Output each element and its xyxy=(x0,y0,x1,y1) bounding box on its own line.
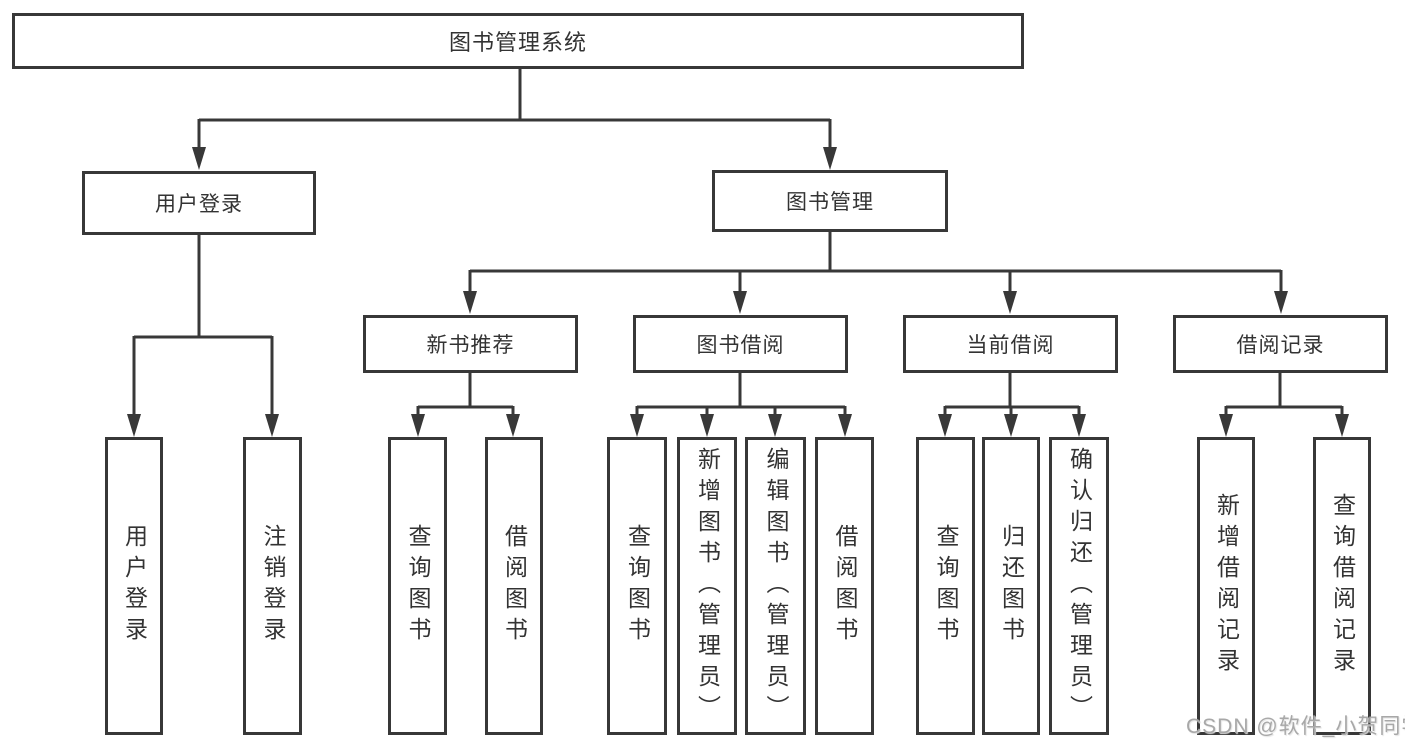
node-borrow-records: 借阅记录 xyxy=(1173,315,1388,373)
arrowhead xyxy=(838,414,852,437)
arrowhead xyxy=(463,291,477,314)
arrowhead xyxy=(192,147,206,170)
leaf-borrow-books-recommend: 借阅图书 xyxy=(485,437,543,735)
leaf-query-borrow-record: 查询借阅记录 xyxy=(1313,437,1371,735)
arrowhead xyxy=(823,147,837,170)
arrowhead xyxy=(1335,414,1349,437)
arrowhead xyxy=(1004,414,1018,437)
arrowhead xyxy=(265,414,279,437)
leaf-add-borrow-record: 新增借阅记录 xyxy=(1197,437,1255,735)
leaf-add-book-admin: 新增图书（管理员） xyxy=(677,437,737,735)
arrowhead xyxy=(700,414,714,437)
leaf-return-book: 归还图书 xyxy=(982,437,1040,735)
arrowhead xyxy=(630,414,644,437)
arrowhead xyxy=(1072,414,1086,437)
arrowhead xyxy=(1219,414,1233,437)
arrowhead xyxy=(411,414,425,437)
arrowhead xyxy=(1003,291,1017,314)
arrowhead xyxy=(938,414,952,437)
leaf-edit-book-admin: 编辑图书（管理员） xyxy=(745,437,806,735)
node-new-book-recommend: 新书推荐 xyxy=(363,315,578,373)
node-book-management: 图书管理 xyxy=(712,170,948,232)
node-root: 图书管理系统 xyxy=(12,13,1024,69)
arrowhead xyxy=(506,414,520,437)
leaf-query-books-current: 查询图书 xyxy=(916,437,975,735)
leaf-logout: 注销登录 xyxy=(243,437,302,735)
node-current-borrow: 当前借阅 xyxy=(903,315,1118,373)
node-book-borrow: 图书借阅 xyxy=(633,315,848,373)
csdn-watermark: CSDN @软件_小贺同学 xyxy=(1186,715,1405,738)
arrowhead xyxy=(768,414,782,437)
node-user-login: 用户登录 xyxy=(82,171,316,235)
leaf-query-books-recommend: 查询图书 xyxy=(388,437,447,735)
leaf-confirm-return-admin: 确认归还（管理员） xyxy=(1049,437,1109,735)
arrowhead xyxy=(127,414,141,437)
leaf-query-books-borrow: 查询图书 xyxy=(607,437,667,735)
leaf-borrow-books-borrow: 借阅图书 xyxy=(815,437,874,735)
leaf-user-login: 用户登录 xyxy=(105,437,163,735)
arrowhead xyxy=(1274,291,1288,314)
arrowhead xyxy=(733,291,747,314)
